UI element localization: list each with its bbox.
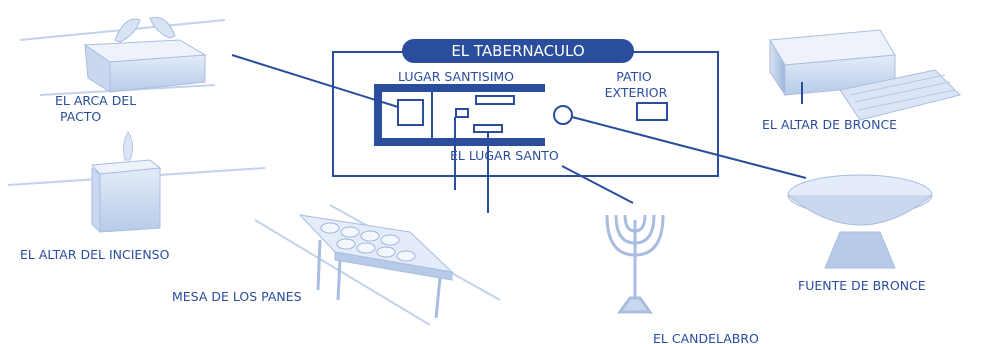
incense-altar-illustration	[7, 131, 266, 234]
candelabra-illustration	[605, 214, 665, 314]
most-holy-place-label: LUGAR SANTISIMO	[398, 69, 514, 84]
laver-plan-icon	[553, 105, 573, 125]
laver-label: FUENTE DE BRONCE	[798, 278, 926, 293]
bronze-altar-illustration	[769, 29, 961, 121]
ark-label-line1: EL ARCA DEL	[55, 93, 136, 108]
bread-table-label: MESA DE LOS PANES	[172, 289, 302, 304]
outer-court-label-line1: PATIO	[616, 69, 652, 84]
ark-label-line2: PACTO	[60, 109, 101, 124]
outer-court-label-line2: EXTERIOR	[605, 85, 668, 100]
holy-place-label: EL LUGAR SANTO	[450, 148, 559, 163]
ark-plan-icon	[397, 99, 424, 126]
candelabra-leader	[561, 165, 634, 204]
candelabra-plan-icon	[473, 124, 503, 133]
tent-walls	[374, 84, 545, 146]
leader-lines	[231, 54, 807, 213]
ark-leader	[231, 54, 399, 108]
diagram-title: EL TABERNACULO	[451, 42, 584, 60]
bronze-altar-label: EL ALTAR DE BRONCE	[762, 117, 897, 132]
incense-altar-plan-icon	[455, 108, 469, 118]
laver-illustration	[787, 174, 933, 269]
bread-table-plan-icon	[475, 95, 515, 105]
bronze-altar-plan-icon	[636, 102, 668, 121]
ark-illustration	[19, 16, 226, 96]
title-pill	[402, 39, 634, 63]
candelabra-label: EL CANDELABRO	[653, 331, 759, 344]
incense-altar-label: EL ALTAR DEL INCIENSO	[20, 247, 170, 262]
laver-leader	[571, 116, 807, 179]
bread-table-illustration	[254, 204, 501, 326]
